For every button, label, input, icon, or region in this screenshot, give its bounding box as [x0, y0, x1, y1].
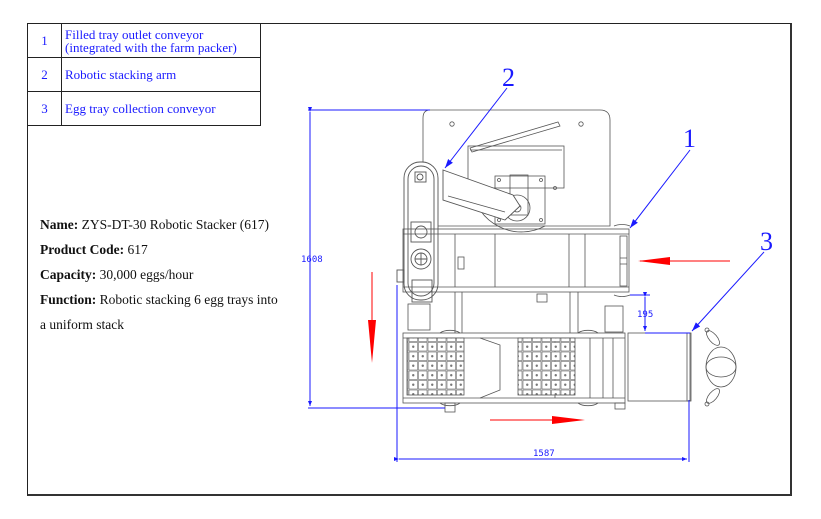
spec-capacity-value: 30,000 eggs/hour	[96, 267, 194, 282]
spec-function-label: Function:	[40, 292, 97, 307]
dimension-height-label: 1608	[301, 255, 323, 265]
dimension-width-label: 1587	[533, 449, 555, 459]
legend-label-line2: (integrated with the farm packer)	[65, 39, 237, 55]
legend-number: 2	[27, 57, 62, 92]
egg-tray	[406, 337, 465, 396]
legend-row: 2 Robotic stacking arm	[27, 57, 261, 92]
drawing-frame	[27, 23, 792, 496]
legend-label: Egg tray collection conveyor	[61, 91, 261, 126]
dimension-width	[394, 285, 690, 462]
spec-function-value: Robotic stacking 6 egg trays into	[96, 292, 278, 307]
spec-code-value: 617	[124, 242, 148, 257]
flow-arrow-down	[368, 272, 376, 363]
egg-tray	[517, 337, 576, 396]
spec-code-label: Product Code:	[40, 242, 125, 257]
callout-3-label: 3	[760, 227, 773, 256]
legend-number: 3	[27, 91, 62, 126]
spec-function-cont: a uniform stack	[40, 317, 124, 332]
flow-arrow-right	[490, 416, 585, 424]
spec-name-value: ZYS-DT-30 Robotic Stacker (617)	[78, 217, 269, 232]
bolt-hole-icon	[449, 121, 455, 127]
callout-3: 3	[691, 227, 773, 332]
legend-label: Filled tray outlet conveyor (integrated …	[61, 23, 261, 58]
legend-table: 1 Filled tray outlet conveyor (integrate…	[27, 23, 261, 126]
legend-row: 1 Filled tray outlet conveyor (integrate…	[27, 23, 261, 58]
callout-1-label: 1	[683, 124, 696, 153]
tray-magazine	[467, 121, 565, 233]
frame-supports	[407, 292, 624, 333]
spec-name: Name: ZYS-DT-30 Robotic Stacker (617)	[40, 212, 300, 237]
product-specs: Name: ZYS-DT-30 Robotic Stacker (617) Pr…	[40, 212, 300, 337]
operator-icon	[704, 327, 737, 407]
dimension-gap-label: 195	[637, 310, 653, 320]
legend-label: Robotic stacking arm	[61, 57, 261, 92]
robotic-arm	[396, 161, 521, 303]
legend-row: 3 Egg tray collection conveyor	[27, 91, 261, 126]
callout-2: 2	[444, 63, 515, 169]
outfeed-extension	[627, 332, 692, 402]
dimension-gap	[630, 292, 690, 334]
callout-2-label: 2	[502, 63, 515, 92]
spec-name-label: Name:	[40, 217, 79, 232]
dimension-height	[308, 107, 445, 409]
spec-function: Function: Robotic stacking 6 egg trays i…	[40, 287, 300, 312]
legend-label-line1: Filled tray outlet conveyor	[65, 26, 204, 42]
bolt-hole-icon	[578, 121, 584, 127]
spec-capacity-label: Capacity:	[40, 267, 97, 282]
flow-arrow-left	[638, 257, 730, 265]
callout-1: 1	[629, 124, 696, 229]
back-panel	[422, 109, 611, 227]
spec-capacity: Capacity: 30,000 eggs/hour	[40, 262, 300, 287]
outlet-conveyor	[402, 224, 631, 303]
spec-code: Product Code: 617	[40, 237, 300, 262]
